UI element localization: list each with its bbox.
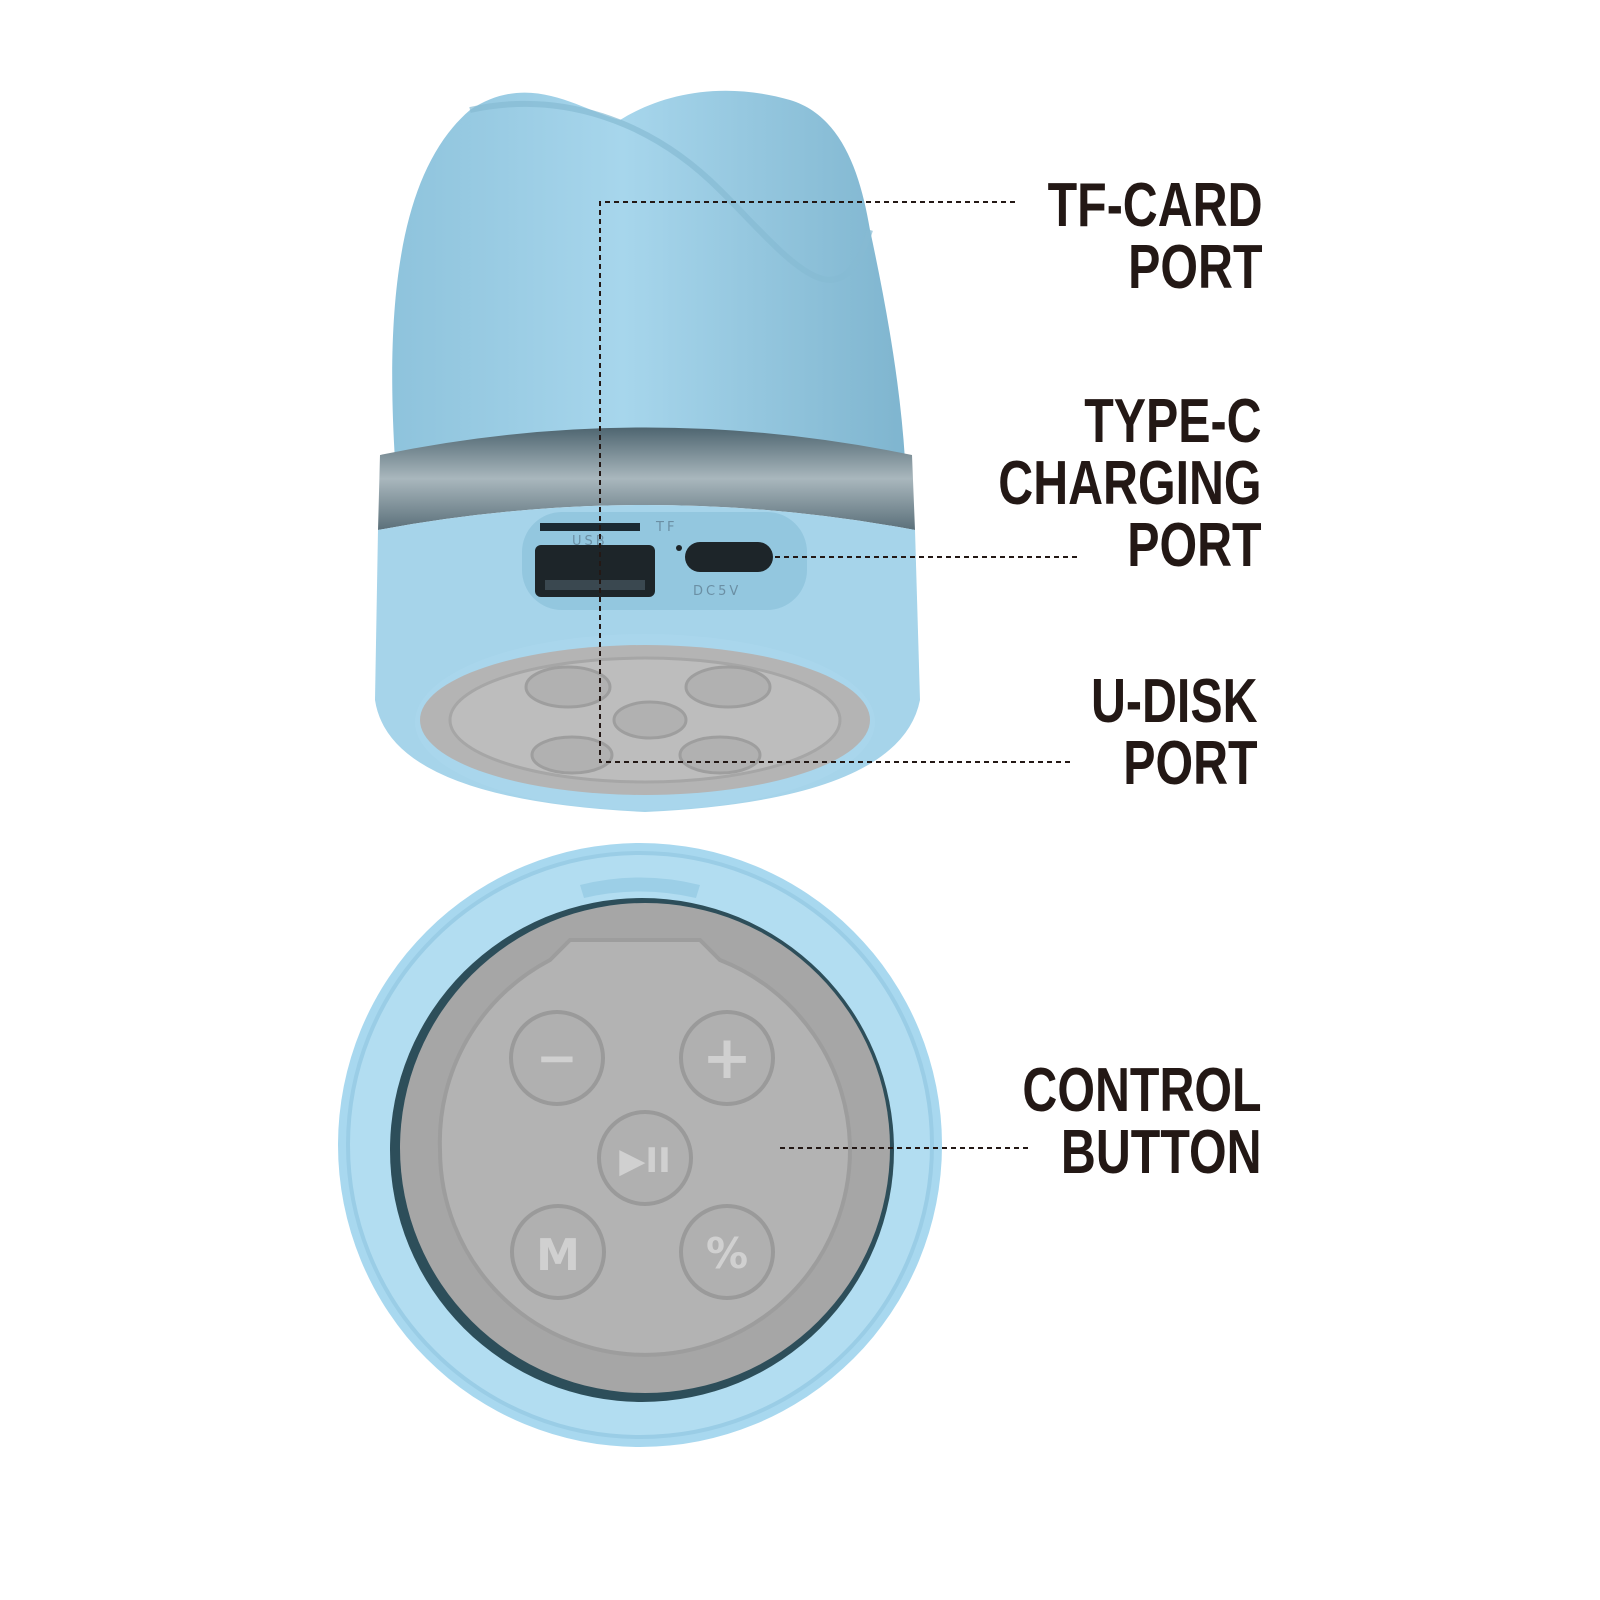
tf-udisk-leader — [599, 201, 1070, 763]
plus-icon: + — [702, 1023, 752, 1093]
indicator-light — [676, 545, 682, 551]
type-c-callout: TYPE-C CHARGING PORT — [999, 391, 1262, 577]
callout-line: TF-CARD — [1047, 171, 1262, 240]
callout-line: TYPE-C — [1084, 387, 1262, 456]
light-power-icon: % — [706, 1229, 748, 1278]
light-power-button[interactable] — [679, 1204, 775, 1300]
light-ring — [378, 427, 915, 530]
callout-line: PORT — [1127, 511, 1262, 580]
tf-card-slot — [540, 523, 640, 531]
control-callout: CONTROL BUTTON — [1023, 1060, 1262, 1184]
callout-line: BUTTON — [1061, 1118, 1262, 1187]
u-disk-callout: U-DISK PORT — [1091, 671, 1258, 795]
minus-icon: − — [536, 1029, 578, 1087]
speaker-bottom-view: − + ▶II M % — [338, 843, 942, 1447]
tf-marking: TF — [655, 520, 677, 535]
callout-line: PORT — [1123, 729, 1258, 798]
play-pause-icon: ▶II — [619, 1141, 670, 1181]
dc5v-marking: DC5V — [693, 584, 741, 599]
usb-marking: USB — [572, 534, 608, 549]
callout-line: PORT — [1127, 233, 1262, 302]
speaker-side-view: USB TF DC5V — [375, 90, 920, 812]
tf-card-callout: TF-CARD PORT — [1047, 175, 1262, 299]
callout-line: CHARGING — [998, 449, 1262, 518]
mode-icon: M — [536, 1230, 580, 1281]
type-c-port — [685, 542, 773, 572]
volume-down-button[interactable] — [509, 1010, 605, 1106]
callout-line: CONTROL — [1022, 1056, 1262, 1125]
volume-up-button[interactable] — [679, 1010, 775, 1106]
callout-line: U-DISK — [1091, 667, 1258, 736]
leader-lines — [599, 201, 1078, 1149]
mode-button[interactable] — [510, 1204, 606, 1300]
play-pause-button[interactable] — [597, 1110, 693, 1206]
